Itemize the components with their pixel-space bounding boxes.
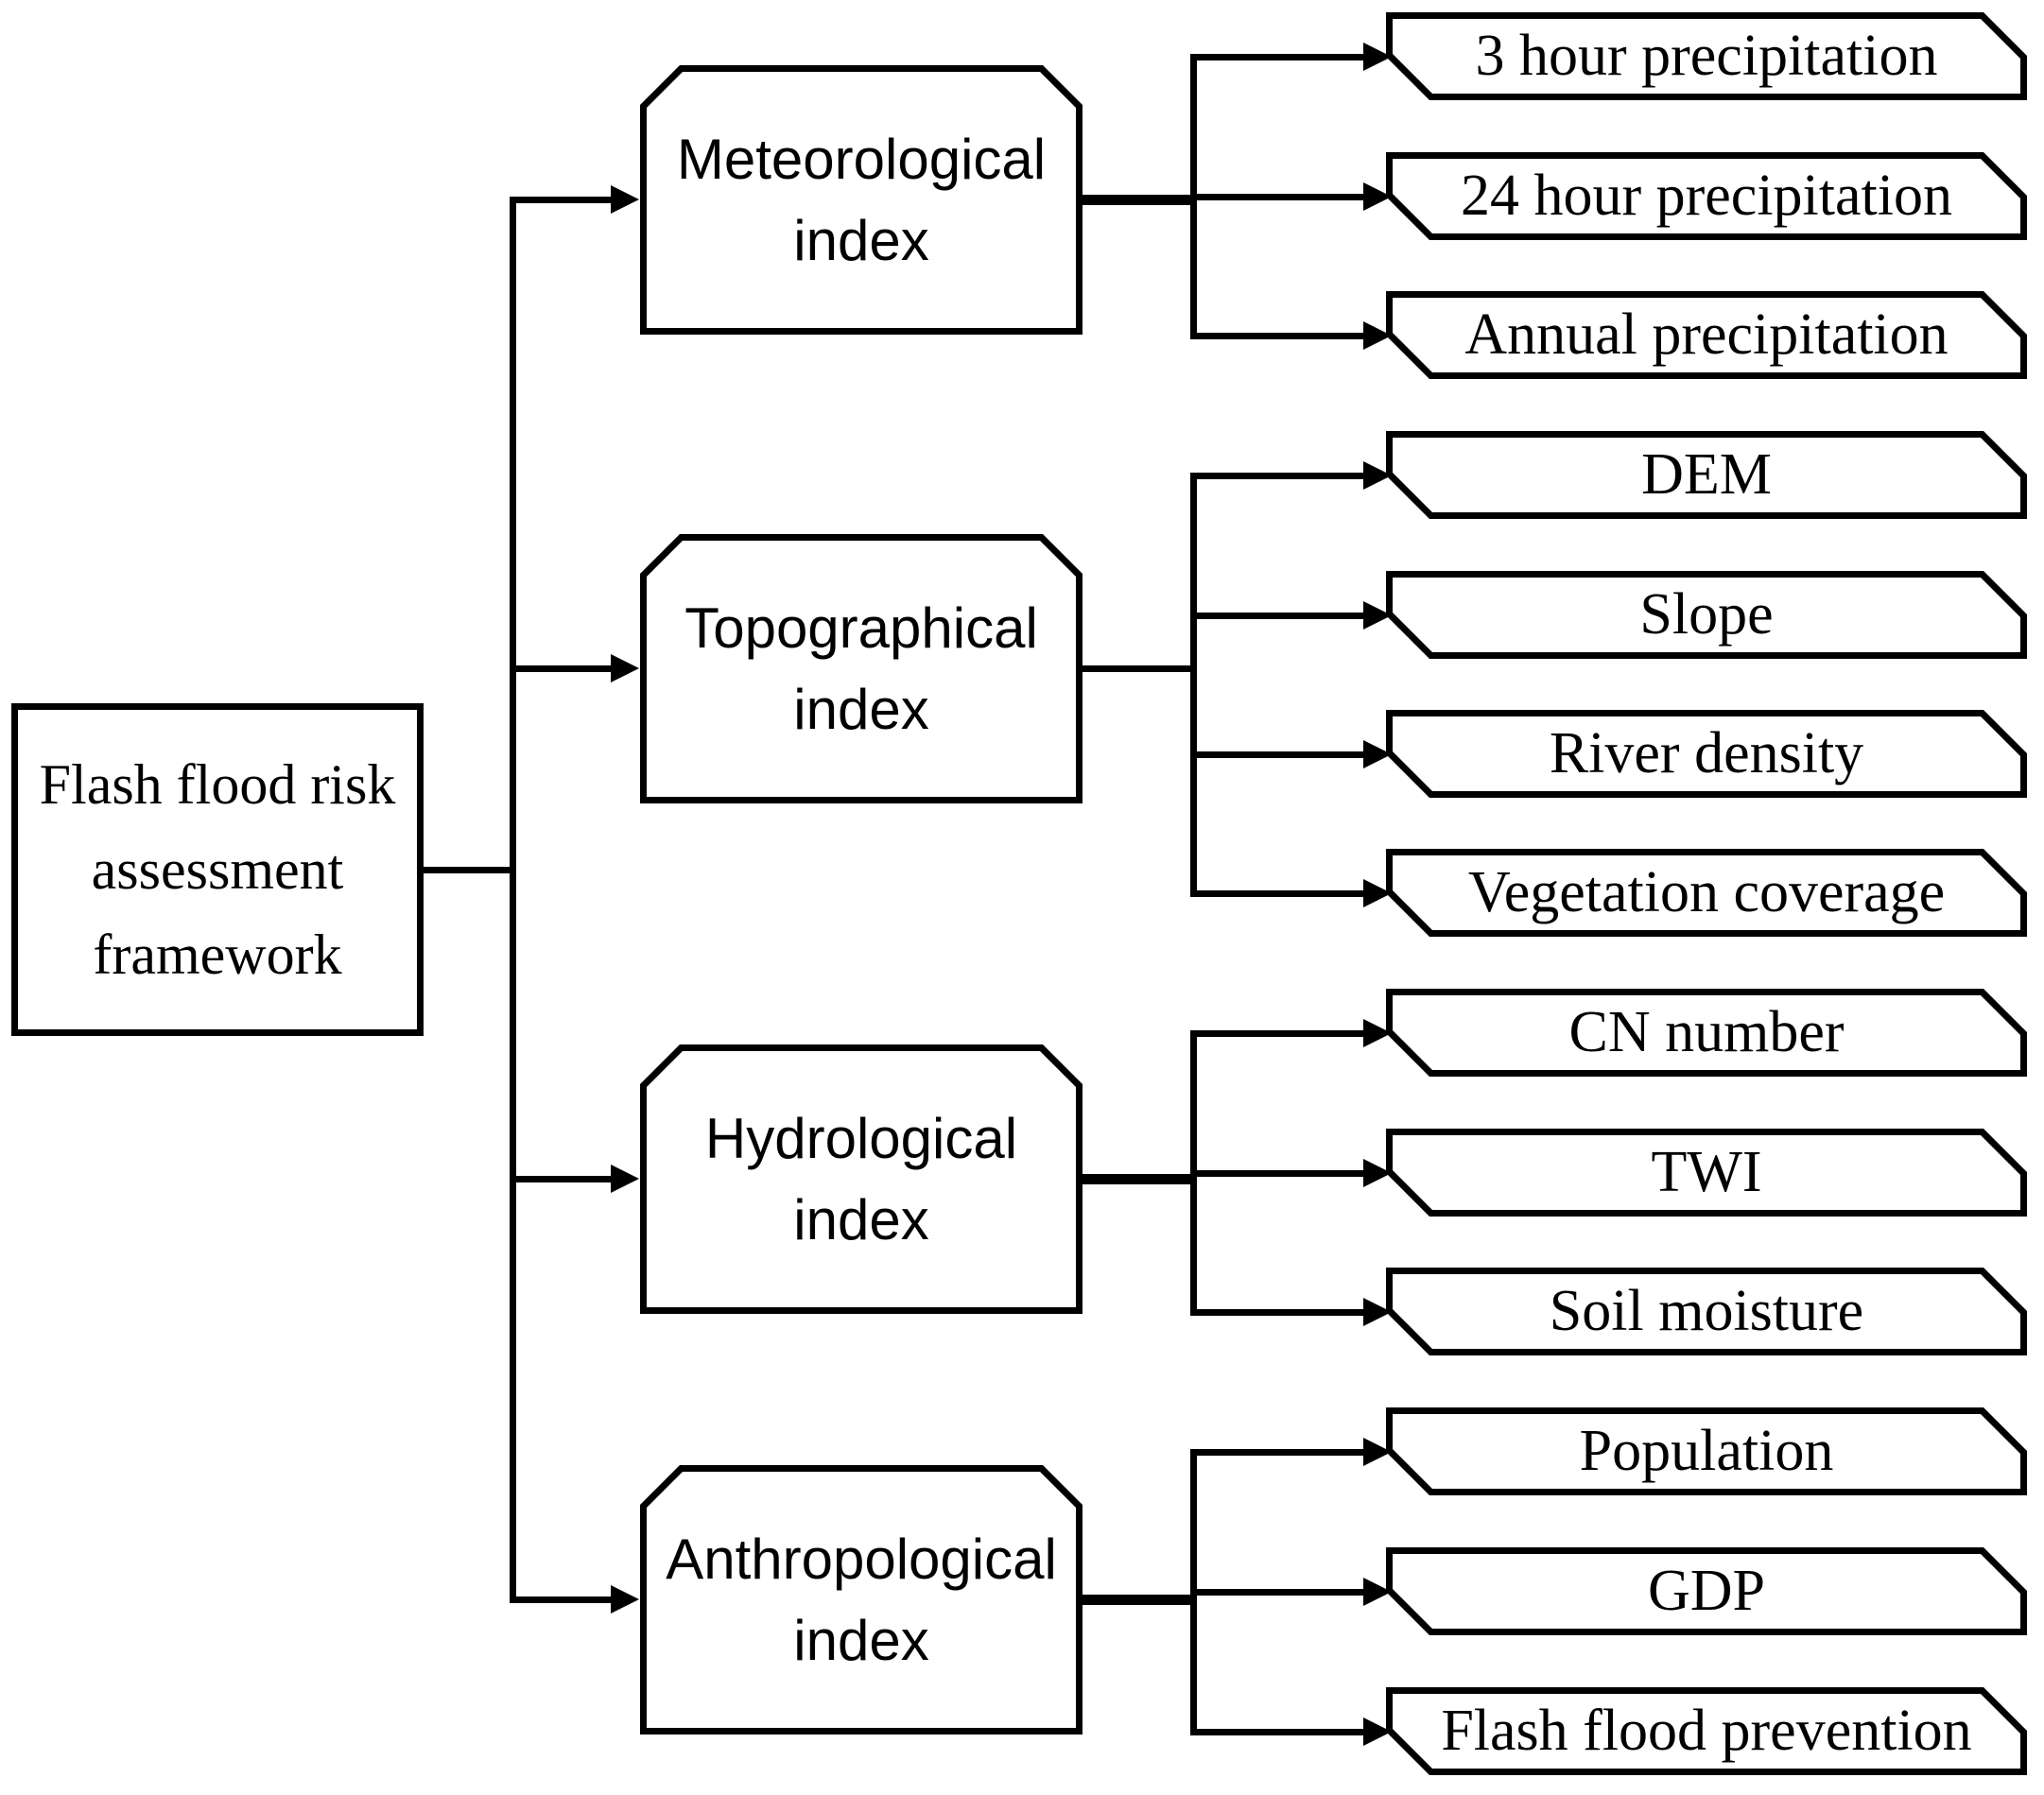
connector-stub-anthropological bbox=[1083, 1595, 1197, 1605]
group-label: Meteorological index bbox=[676, 127, 1047, 272]
arrowhead-icon bbox=[1363, 43, 1392, 71]
leaf-node-surface: Population bbox=[1393, 1414, 2020, 1489]
leaf-node-river-density: River density bbox=[1386, 710, 2027, 798]
leaf-label: Flash flood prevention bbox=[1441, 1699, 1972, 1763]
leaf-label: GDP bbox=[1647, 1559, 1766, 1623]
arrowhead-icon bbox=[611, 1165, 639, 1193]
leaf-label: Population bbox=[1579, 1419, 1834, 1483]
arrowhead-icon bbox=[1363, 1019, 1392, 1047]
connector-stub-topographical bbox=[1083, 665, 1197, 672]
group-label: Anthropological index bbox=[666, 1527, 1057, 1672]
connector-leaf-twi bbox=[1190, 1170, 1363, 1177]
leaf-node-surface: DEM bbox=[1393, 438, 2020, 512]
group-node-topographical: Topographical index bbox=[640, 534, 1083, 803]
leaf-label: 24 hour precipitation bbox=[1461, 164, 1952, 228]
leaf-node-surface: Vegetation coverage bbox=[1393, 855, 2020, 930]
group-label: Topographical index bbox=[684, 595, 1038, 741]
leaf-label: Annual precipitation bbox=[1464, 302, 1949, 367]
arrowhead-icon bbox=[611, 1585, 639, 1614]
arrowhead-icon bbox=[1363, 321, 1392, 350]
arrowhead-icon bbox=[1363, 879, 1392, 907]
group-node-surface: Anthropological index bbox=[647, 1472, 1076, 1728]
arrowhead-icon bbox=[1363, 1717, 1392, 1746]
leaf-node-gdp: GDP bbox=[1386, 1547, 2027, 1635]
connector-leaf-river-density bbox=[1190, 751, 1363, 758]
group-node-surface: Hydrological index bbox=[647, 1051, 1076, 1307]
connector-main-trunk bbox=[510, 197, 516, 1603]
group-node-surface: Meteorological index bbox=[647, 72, 1076, 328]
arrowhead-icon bbox=[1363, 461, 1392, 490]
connector-leaf-24-hour-precipitation bbox=[1190, 194, 1363, 200]
leaf-label: TWI bbox=[1651, 1140, 1762, 1204]
connector-leaf-annual-precipitation bbox=[1190, 333, 1363, 339]
leaf-node-surface: CN number bbox=[1393, 995, 2020, 1070]
leaf-node-twi: TWI bbox=[1386, 1129, 2027, 1217]
leaf-node-24-hour-precipitation: 24 hour precipitation bbox=[1386, 152, 2027, 240]
leaf-node-soil-moisture: Soil moisture bbox=[1386, 1268, 2027, 1355]
leaf-label: CN number bbox=[1568, 1000, 1845, 1064]
leaf-node-surface: Slope bbox=[1393, 578, 2020, 652]
leaf-node-surface: GDP bbox=[1393, 1554, 2020, 1629]
leaf-node-flash-flood-prevention: Flash flood prevention bbox=[1386, 1687, 2027, 1775]
arrowhead-icon bbox=[1363, 182, 1392, 211]
arrowhead-icon bbox=[1363, 1159, 1392, 1187]
arrowhead-icon bbox=[1363, 1438, 1392, 1466]
leaf-label: Slope bbox=[1639, 582, 1774, 647]
leaf-node-slope: Slope bbox=[1386, 571, 2027, 659]
leaf-label: Soil moisture bbox=[1549, 1279, 1864, 1343]
root-node-label: Flash flood risk assessment framework bbox=[39, 753, 396, 986]
group-node-surface: Topographical index bbox=[647, 541, 1076, 797]
leaf-node-cn-number: CN number bbox=[1386, 989, 2027, 1077]
connector-root-stub bbox=[424, 867, 516, 873]
connector-leaf-population bbox=[1190, 1449, 1363, 1456]
connector-leaf-gdp bbox=[1190, 1589, 1363, 1596]
arrowhead-icon bbox=[1363, 1578, 1392, 1606]
leaf-node-surface: 24 hour precipitation bbox=[1393, 159, 2020, 233]
connector-leaf-cn-number bbox=[1190, 1030, 1363, 1037]
leaf-label: River density bbox=[1549, 721, 1864, 785]
connector-leaf-vegetation-coverage bbox=[1190, 890, 1363, 897]
leaf-node-surface: TWI bbox=[1393, 1135, 2020, 1210]
leaf-node-surface: Annual precipitation bbox=[1393, 298, 2020, 372]
group-node-hydrological: Hydrological index bbox=[640, 1044, 1083, 1314]
group-node-anthropological: Anthropological index bbox=[640, 1465, 1083, 1735]
group-label: Hydrological index bbox=[704, 1106, 1018, 1251]
leaf-node-population: Population bbox=[1386, 1407, 2027, 1495]
connector-trunk-topographical bbox=[1190, 473, 1197, 897]
arrowhead-icon bbox=[611, 654, 639, 682]
connector-branch-topographical bbox=[510, 665, 611, 672]
arrowhead-icon bbox=[1363, 1298, 1392, 1326]
connector-branch-anthropological bbox=[510, 1597, 611, 1603]
leaf-label: Vegetation coverage bbox=[1467, 860, 1946, 924]
connector-leaf-slope bbox=[1190, 613, 1363, 619]
leaf-label: 3 hour precipitation bbox=[1475, 24, 1938, 88]
connector-leaf-soil-moisture bbox=[1190, 1309, 1363, 1316]
leaf-node-3-hour-precipitation: 3 hour precipitation bbox=[1386, 12, 2027, 100]
arrowhead-icon bbox=[1363, 601, 1392, 630]
leaf-node-dem: DEM bbox=[1386, 431, 2027, 519]
leaf-node-vegetation-coverage: Vegetation coverage bbox=[1386, 849, 2027, 937]
arrowhead-icon bbox=[611, 185, 639, 214]
connector-stub-meteorological bbox=[1083, 195, 1197, 205]
connector-leaf-dem bbox=[1190, 473, 1363, 479]
leaf-node-surface: Soil moisture bbox=[1393, 1274, 2020, 1349]
group-node-meteorological: Meteorological index bbox=[640, 65, 1083, 335]
leaf-node-surface: 3 hour precipitation bbox=[1393, 19, 2020, 94]
arrowhead-icon bbox=[1363, 740, 1392, 768]
connector-stub-hydrological bbox=[1083, 1174, 1197, 1184]
connector-leaf-flash-flood-prevention bbox=[1190, 1729, 1363, 1735]
leaf-node-surface: River density bbox=[1393, 716, 2020, 791]
leaf-label: DEM bbox=[1641, 442, 1772, 507]
connector-branch-meteorological bbox=[510, 197, 611, 203]
leaf-node-annual-precipitation: Annual precipitation bbox=[1386, 291, 2027, 379]
connector-leaf-3-hour-precipitation bbox=[1190, 54, 1363, 60]
connector-branch-hydrological bbox=[510, 1176, 611, 1182]
root-node-flash-flood-risk: Flash flood risk assessment framework bbox=[11, 703, 424, 1036]
leaf-node-surface: Flash flood prevention bbox=[1393, 1694, 2020, 1769]
